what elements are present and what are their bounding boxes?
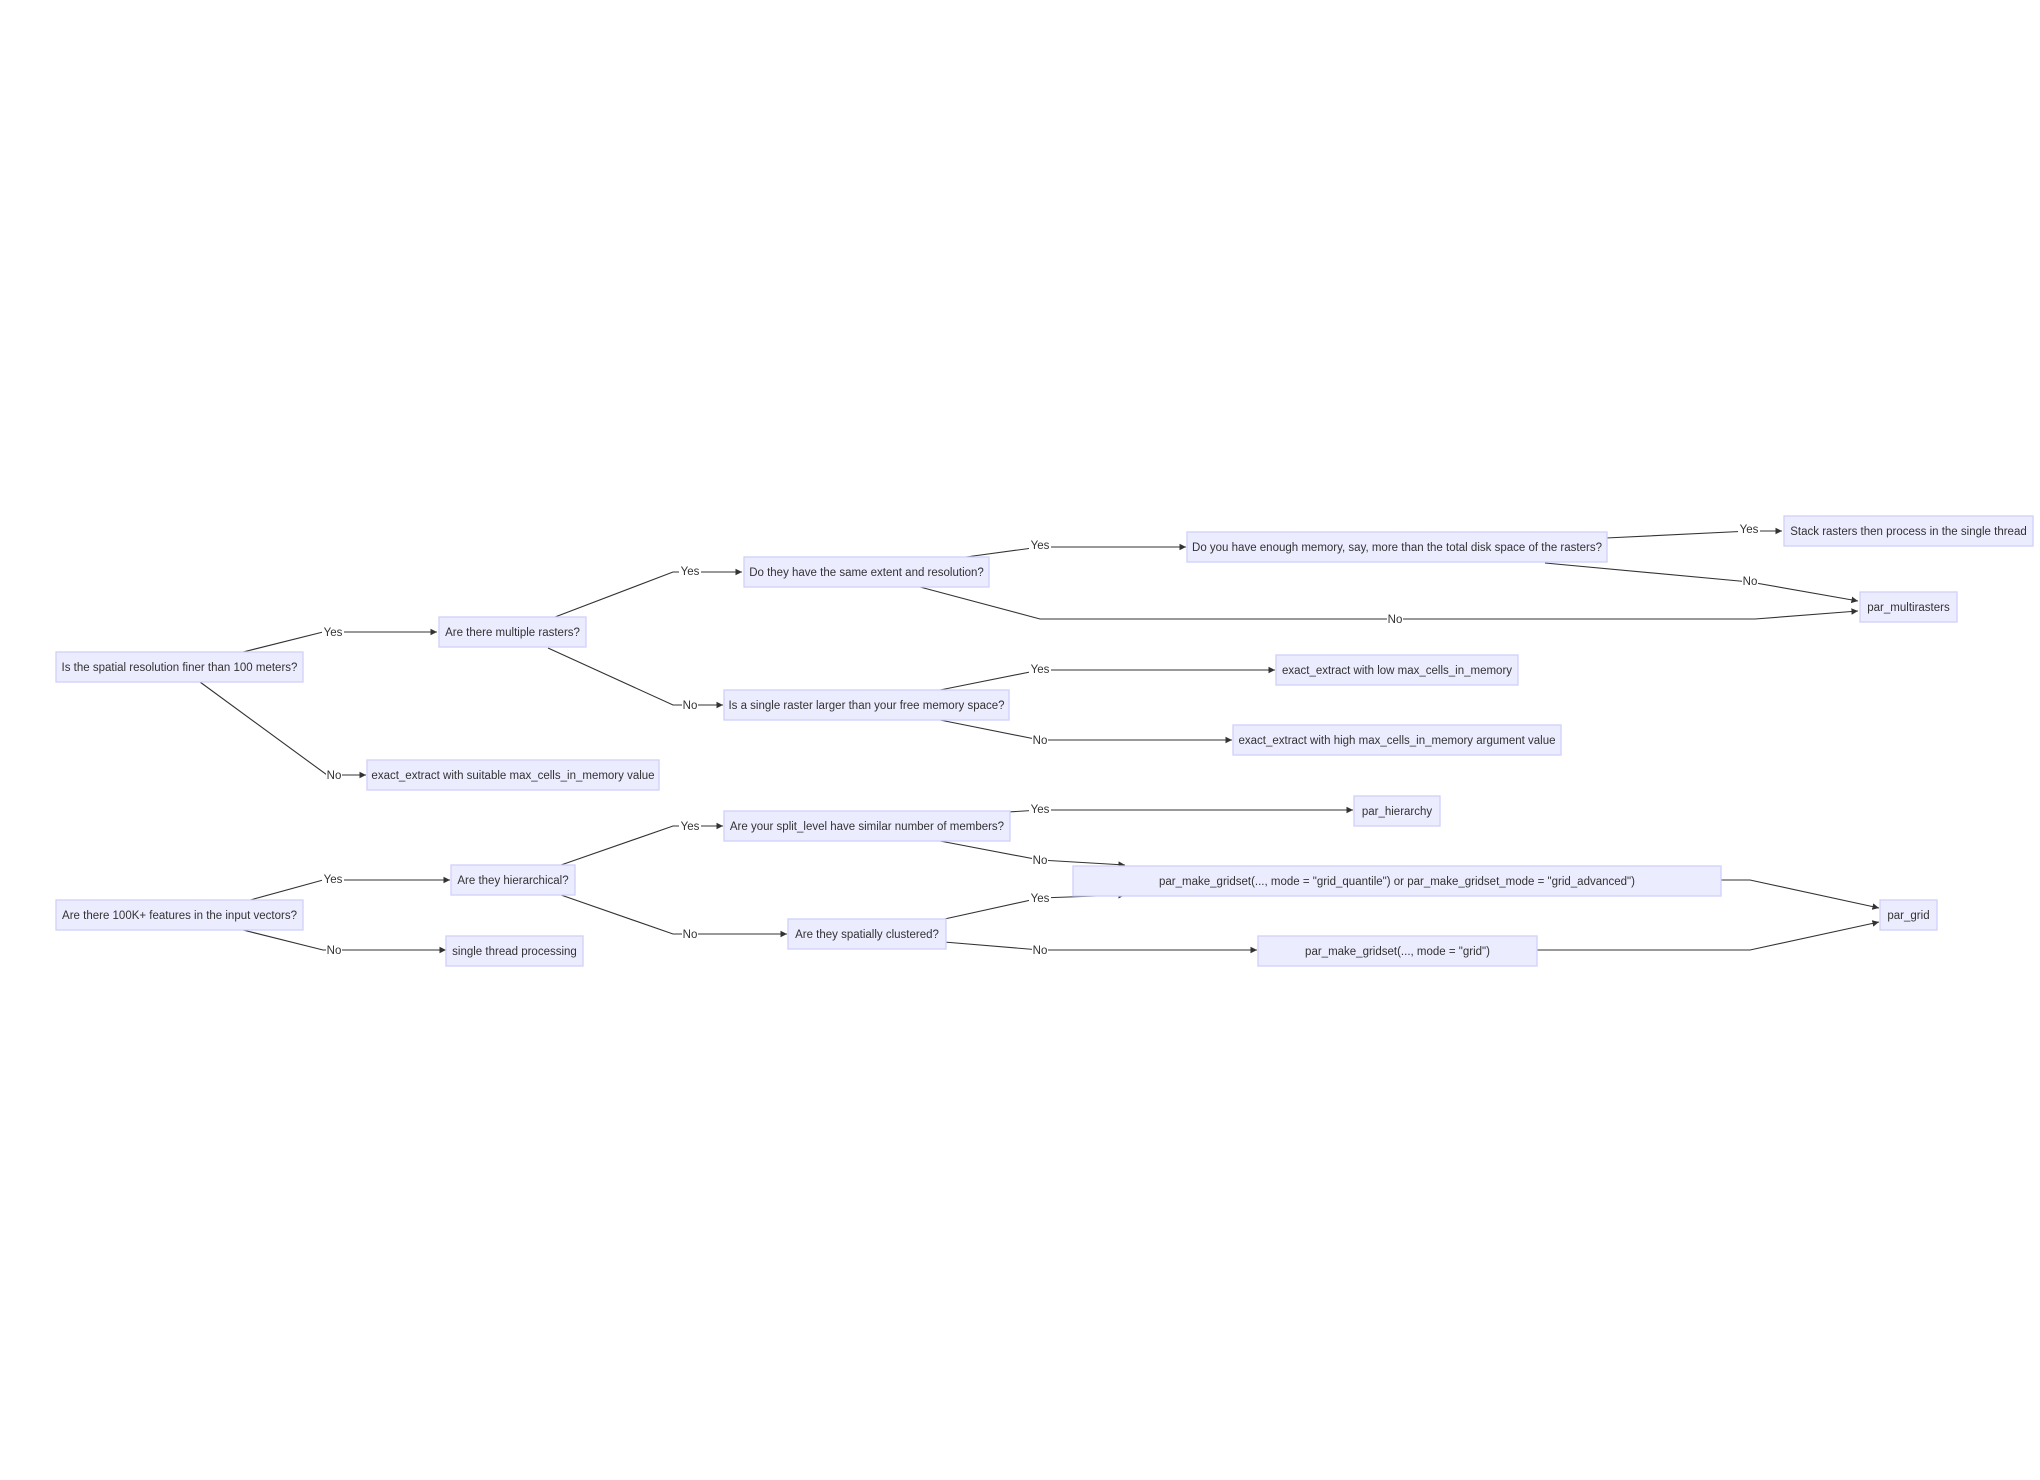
edge-quantile-grid xyxy=(1720,879,1880,910)
edge-multiple-yes xyxy=(554,568,742,618)
svg-text:exact_extract with high max_ce: exact_extract with high max_cells_in_mem… xyxy=(1238,735,1555,747)
node-split-level: Are your split_level have similar number… xyxy=(723,810,1011,842)
svg-text:exact_extract with low max_cel: exact_extract with low max_cells_in_memo… xyxy=(1282,665,1512,677)
svg-text:Yes: Yes xyxy=(681,821,700,833)
svg-text:Are there multiple rasters?: Are there multiple rasters? xyxy=(445,627,580,639)
svg-text:No: No xyxy=(327,770,342,782)
svg-text:No: No xyxy=(1033,945,1048,957)
edge-label-resolution-no: No xyxy=(326,767,342,782)
svg-text:par_make_gridset(..., mode = ": par_make_gridset(..., mode = "grid") xyxy=(1305,946,1490,958)
svg-text:Are there 100K+ features in th: Are there 100K+ features in the input ve… xyxy=(62,910,297,922)
edge-features-no xyxy=(242,929,446,954)
nodes: Is the spatial resolution finer than 100… xyxy=(55,515,2034,967)
svg-text:No: No xyxy=(327,945,342,957)
node-spatial-resolution: Is the spatial resolution finer than 100… xyxy=(55,651,304,683)
edge-label-extent-no: No xyxy=(1387,611,1403,626)
edge-label-memory-yes: Yes xyxy=(1738,521,1760,536)
svg-text:Is the spatial resolution fine: Is the spatial resolution finer than 100… xyxy=(62,662,298,674)
edge-split-yes xyxy=(1007,806,1353,814)
svg-text:Are they hierarchical?: Are they hierarchical? xyxy=(457,875,568,887)
node-exact-extract-suitable: exact_extract with suitable max_cells_in… xyxy=(366,759,660,791)
edge-label-extent-yes: Yes xyxy=(1029,537,1051,552)
edge-label-multiple-no: No xyxy=(682,697,698,712)
svg-text:No: No xyxy=(683,929,698,941)
svg-text:No: No xyxy=(1388,614,1403,626)
edge-single-yes xyxy=(939,666,1275,691)
svg-text:Do they have the same extent a: Do they have the same extent and resolut… xyxy=(749,567,984,579)
edge-label-single-yes: Yes xyxy=(1029,661,1051,676)
svg-text:Yes: Yes xyxy=(1740,524,1759,536)
node-enough-memory: Do you have enough memory, say, more tha… xyxy=(1186,531,1608,563)
edge-resolution-no xyxy=(199,681,366,779)
edge-features-yes xyxy=(242,876,450,903)
edge-multiple-no xyxy=(547,647,723,709)
edge-memory-no xyxy=(1544,562,1859,604)
node-exact-extract-high: exact_extract with high max_cells_in_mem… xyxy=(1232,724,1562,756)
edge-label-split-no: No xyxy=(1032,852,1048,867)
node-single-thread: single thread processing xyxy=(445,935,584,967)
svg-text:No: No xyxy=(683,700,698,712)
svg-text:par_hierarchy: par_hierarchy xyxy=(1362,806,1433,818)
node-same-extent: Do they have the same extent and resolut… xyxy=(743,556,990,588)
svg-text:Yes: Yes xyxy=(681,566,700,578)
svg-text:par_make_gridset(..., mode = ": par_make_gridset(..., mode = "grid_quant… xyxy=(1159,876,1635,888)
edge-label-resolution-yes: Yes xyxy=(322,624,344,639)
edge-clustered-no xyxy=(943,941,1257,954)
edge-hierarchical-yes xyxy=(560,822,723,866)
edge-single-no xyxy=(939,719,1232,744)
edge-label-multiple-yes: Yes xyxy=(679,563,701,578)
edge-hierarchical-no xyxy=(560,894,787,938)
svg-text:No: No xyxy=(1743,576,1758,588)
node-exact-extract-low: exact_extract with low max_cells_in_memo… xyxy=(1275,654,1519,686)
svg-text:Do you have enough memory, say: Do you have enough memory, say, more tha… xyxy=(1192,542,1602,554)
node-multiple-rasters: Are there multiple rasters? xyxy=(438,616,587,648)
node-single-raster-larger: Is a single raster larger than your free… xyxy=(723,689,1010,721)
svg-text:Yes: Yes xyxy=(324,874,343,886)
node-stack-rasters: Stack rasters then process in the single… xyxy=(1783,515,2034,547)
svg-text:Yes: Yes xyxy=(324,627,343,639)
edge-label-hierarchical-yes: Yes xyxy=(679,818,701,833)
node-features-100k: Are there 100K+ features in the input ve… xyxy=(55,899,304,931)
svg-text:exact_extract with suitable ma: exact_extract with suitable max_cells_in… xyxy=(371,770,654,782)
svg-text:Are your split_level have simi: Are your split_level have similar number… xyxy=(730,821,1004,833)
svg-text:No: No xyxy=(1033,855,1048,867)
svg-text:Stack rasters then process in: Stack rasters then process in the single… xyxy=(1790,526,2027,538)
edge-label-clustered-yes: Yes xyxy=(1029,890,1051,905)
node-gridset-quantile: par_make_gridset(..., mode = "grid_quant… xyxy=(1072,865,1722,897)
node-hierarchical: Are they hierarchical? xyxy=(450,864,576,896)
node-gridset-grid: par_make_gridset(..., mode = "grid") xyxy=(1257,935,1538,967)
node-spatially-clustered: Are they spatially clustered? xyxy=(787,918,947,950)
svg-text:Is a single raster larger than: Is a single raster larger than your free… xyxy=(728,700,1004,712)
svg-text:Yes: Yes xyxy=(1031,540,1050,552)
edge-labels: Yes No Yes No Yes No Yes No xyxy=(322,521,1760,957)
svg-text:Yes: Yes xyxy=(1031,893,1050,905)
edge-label-features-no: No xyxy=(326,942,342,957)
edge-label-memory-no: No xyxy=(1742,573,1758,588)
edge-label-single-no: No xyxy=(1032,732,1048,747)
node-par-hierarchy: par_hierarchy xyxy=(1353,795,1441,827)
node-par-multirasters: par_multirasters xyxy=(1859,591,1958,623)
node-par-grid: par_grid xyxy=(1879,899,1938,931)
svg-text:No: No xyxy=(1033,735,1048,747)
svg-text:Yes: Yes xyxy=(1031,804,1050,816)
edge-label-features-yes: Yes xyxy=(322,871,344,886)
edge-extent-yes xyxy=(965,543,1186,558)
edge-gridset-grid xyxy=(1536,920,1880,951)
svg-text:par_multirasters: par_multirasters xyxy=(1867,602,1950,614)
edge-label-split-yes: Yes xyxy=(1029,801,1051,816)
svg-text:single thread processing: single thread processing xyxy=(452,946,577,958)
svg-text:par_grid: par_grid xyxy=(1887,910,1929,922)
svg-text:Yes: Yes xyxy=(1031,664,1050,676)
edge-label-hierarchical-no: No xyxy=(682,926,698,941)
edge-label-clustered-no: No xyxy=(1032,942,1048,957)
svg-text:Are they spatially clustered?: Are they spatially clustered? xyxy=(795,929,939,941)
